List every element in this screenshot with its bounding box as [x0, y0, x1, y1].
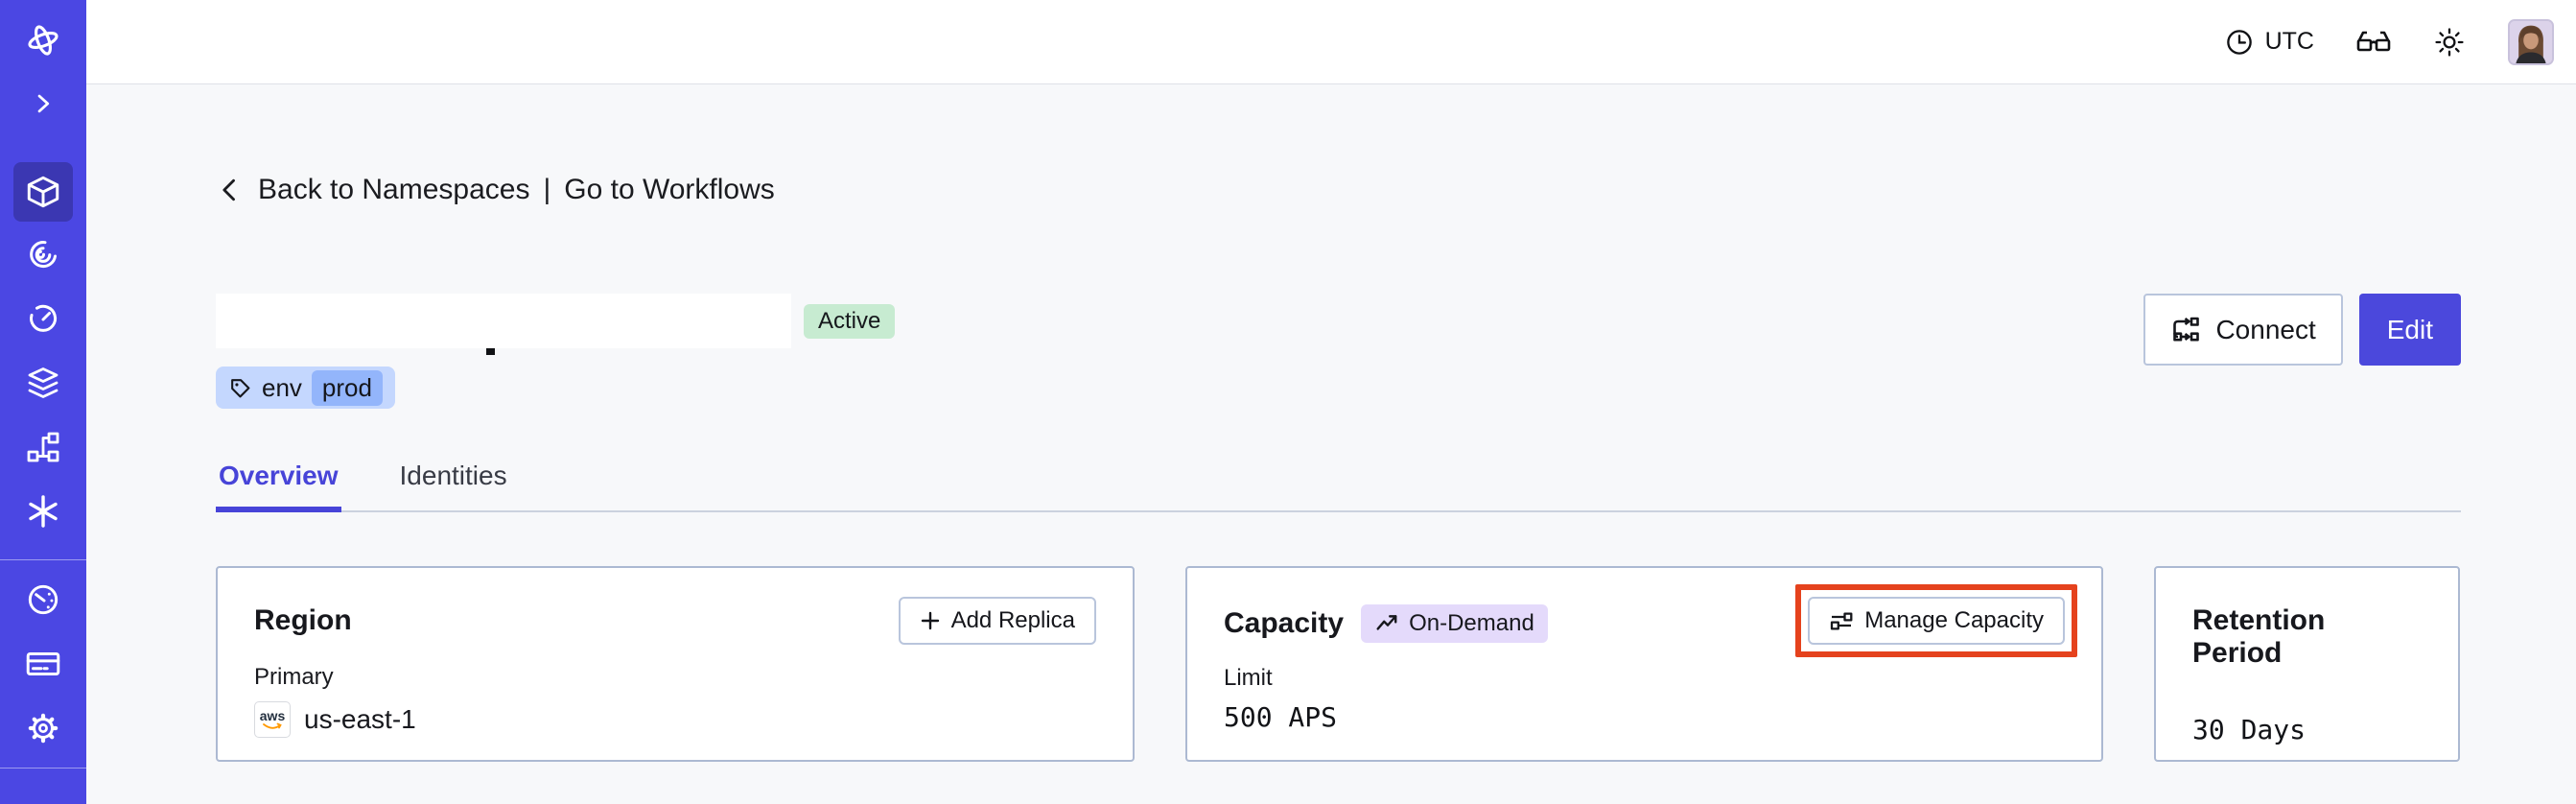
- tabs: Overview Identities: [216, 461, 2461, 512]
- timezone-label: UTC: [2264, 28, 2314, 55]
- topbar: UTC: [86, 0, 2576, 84]
- capacity-card: Capacity On-Demand: [1185, 566, 2103, 762]
- sidebar-item-nexus[interactable]: [0, 479, 86, 543]
- sidebar-item-billing[interactable]: [0, 631, 86, 696]
- billing-card-icon: [26, 651, 60, 675]
- manage-capacity-label: Manage Capacity: [1864, 607, 2044, 633]
- nexus-asterisk-icon: [29, 494, 58, 528]
- chevron-right-icon: [37, 94, 50, 113]
- namespace-name-redacted: [216, 294, 791, 355]
- edit-button[interactable]: Edit: [2358, 294, 2461, 366]
- sidebar-item-schedules[interactable]: [0, 286, 86, 350]
- back-to-namespaces-link[interactable]: Back to Namespaces: [258, 174, 530, 205]
- status-badge: Active: [804, 303, 896, 339]
- connect-label: Connect: [2215, 314, 2316, 344]
- temporal-logo[interactable]: [0, 0, 86, 81]
- add-replica-label: Add Replica: [950, 607, 1075, 633]
- aws-logo-text: aws: [259, 707, 286, 723]
- branch-pipeline-icon: [27, 432, 59, 461]
- limit-label: Limit: [1224, 665, 1273, 691]
- sidebar-item-namespaces[interactable]: [13, 162, 73, 222]
- workflows-spiral-icon: [30, 240, 57, 268]
- content: Back to Namespaces | Go to Workflows Act…: [86, 84, 2576, 804]
- sidebar-divider: [0, 768, 86, 769]
- region-value: us-east-1: [304, 704, 416, 734]
- sidebar: [0, 0, 86, 804]
- sidebar-expand-button[interactable]: [0, 81, 86, 127]
- plus-icon: [921, 611, 939, 630]
- sun-icon: [2435, 27, 2464, 57]
- trending-up-icon: [1376, 615, 1397, 630]
- overview-cards: Region Add Replica Primary aws: [216, 566, 2461, 762]
- sidebar-item-settings[interactable]: [0, 696, 86, 760]
- deployments-layers-icon: [28, 367, 59, 398]
- timezone-selector[interactable]: UTC: [2223, 26, 2314, 59]
- connect-icon: [2173, 317, 2200, 342]
- namespace-actions: Connect Edit: [2143, 294, 2461, 366]
- sidebar-item-batch-operations[interactable]: [0, 414, 86, 479]
- aws-smile: [263, 722, 282, 729]
- namespaces-cube-icon: [27, 176, 59, 208]
- sidebar-divider: [0, 559, 86, 560]
- add-replica-button[interactable]: Add Replica: [898, 597, 1096, 645]
- namespace-header: Active env prod: [216, 294, 2461, 409]
- tab-identities[interactable]: Identities: [399, 461, 507, 490]
- namespace-title-block: Active env prod: [216, 294, 896, 409]
- sidebar-item-account[interactable]: [0, 769, 86, 804]
- breadcrumb-separator: |: [543, 174, 551, 205]
- breadcrumb: Back to Namespaces | Go to Workflows: [216, 171, 2461, 209]
- glasses-icon: [2356, 31, 2391, 51]
- sidebar-item-workflows[interactable]: [0, 222, 86, 286]
- aws-logo: aws: [254, 701, 291, 738]
- clock-icon: [2226, 29, 2252, 55]
- chevron-left-icon[interactable]: [216, 176, 245, 204]
- sidebar-item-deployments[interactable]: [0, 350, 86, 414]
- settings-gear-icon: [28, 713, 59, 743]
- capacity-value: 500 APS: [1224, 701, 1338, 733]
- env-tag[interactable]: env prod: [216, 367, 395, 409]
- temporal-logo-icon: [28, 25, 59, 56]
- manage-capacity-button[interactable]: Manage Capacity: [1808, 597, 2065, 645]
- tag-key: env: [262, 372, 302, 402]
- primary-label: Primary: [254, 664, 334, 690]
- region-card-title: Region: [254, 604, 352, 636]
- retention-card: Retention Period 30 Days: [2154, 566, 2460, 762]
- retention-card-title: Retention Period: [2192, 604, 2326, 669]
- sliders-icon: [1831, 612, 1853, 630]
- capacity-card-title: Capacity: [1224, 607, 1345, 639]
- user-avatar[interactable]: [2508, 18, 2554, 65]
- connect-button[interactable]: Connect: [2143, 294, 2343, 366]
- agent-highlight-box: Manage Capacity: [1795, 584, 2077, 657]
- main-area: UTC: [86, 0, 2576, 804]
- edit-label: Edit: [2386, 314, 2433, 344]
- ondemand-label: On-Demand: [1409, 610, 1534, 636]
- redaction-artifact-dot: [486, 348, 495, 355]
- labs-toggle[interactable]: [2356, 28, 2391, 57]
- go-to-workflows-link[interactable]: Go to Workflows: [564, 174, 775, 205]
- schedules-clock-icon: [30, 304, 58, 332]
- tag-value: prod: [311, 369, 383, 406]
- region-card: Region Add Replica Primary aws: [216, 566, 1135, 762]
- theme-toggle[interactable]: [2433, 26, 2466, 59]
- tag-icon: [231, 378, 250, 397]
- retention-value: 30 Days: [2192, 714, 2307, 745]
- tab-overview[interactable]: Overview: [216, 461, 341, 512]
- sidebar-item-usage[interactable]: [0, 567, 86, 631]
- usage-gauge-icon: [28, 584, 59, 614]
- avatar-image: [2510, 20, 2552, 63]
- ondemand-badge: On-Demand: [1361, 604, 1548, 643]
